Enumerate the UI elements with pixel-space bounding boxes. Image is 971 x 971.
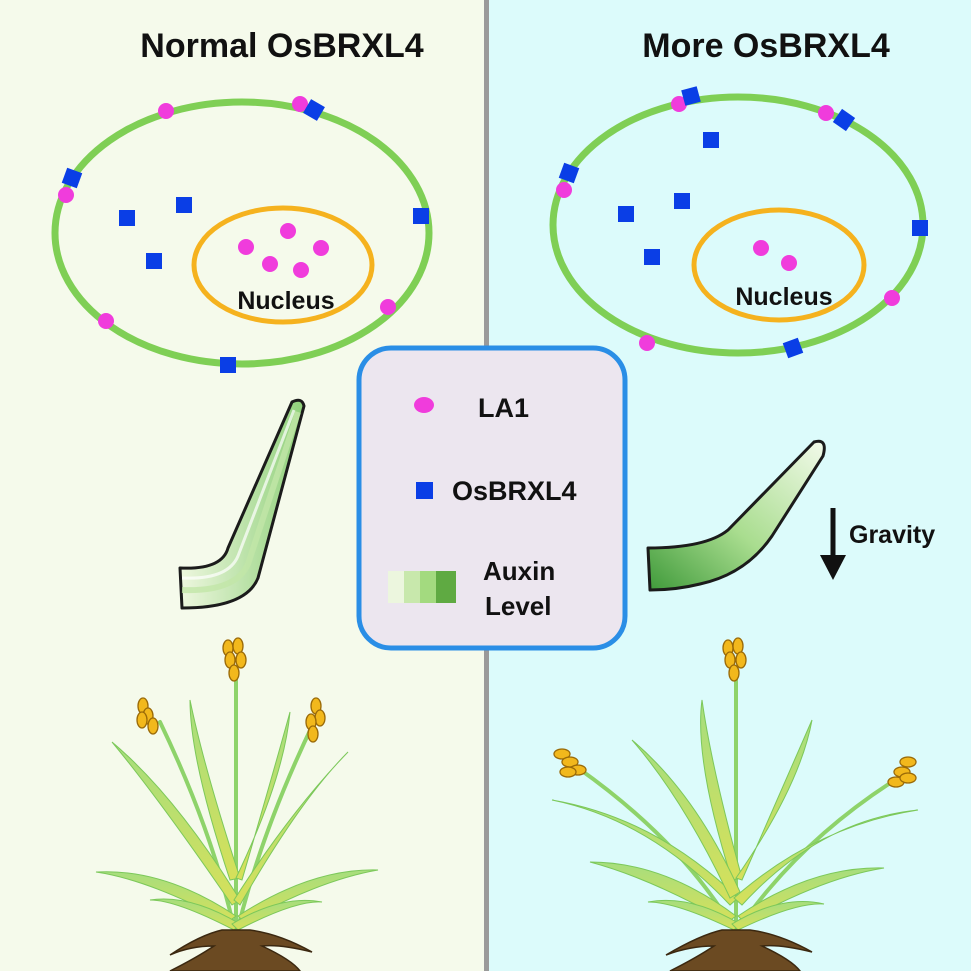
left-plant-stems (158, 670, 316, 930)
la1-dot (238, 239, 254, 255)
la1-dot (753, 240, 769, 256)
la1-dot (781, 255, 797, 271)
left-la1-membrane-dots (58, 96, 396, 329)
left-cell: Nucleus (51, 96, 433, 373)
right-cell: Nucleus (549, 86, 928, 359)
right-plant-roots (665, 929, 813, 971)
left-root-tip-body (178, 398, 306, 610)
auxin-swatch (436, 571, 456, 603)
la1-dot (639, 335, 655, 351)
auxin-swatch (404, 571, 420, 603)
la1-dot (98, 313, 114, 329)
osbrxl4-square (176, 197, 192, 213)
right-nucleus (691, 207, 867, 323)
osbrxl4-square (558, 162, 580, 184)
osbrxl4-square (782, 337, 804, 359)
right-osbrxl4-cytoplasm-squares (618, 132, 719, 265)
gravity-indicator: Gravity (820, 508, 935, 580)
legend-level-label: Level (485, 591, 552, 621)
osbrxl4-square (61, 167, 83, 189)
left-nucleus-label: Nucleus (237, 287, 334, 315)
left-plant-leaves (95, 699, 379, 931)
osbrxl4-square (832, 108, 856, 132)
la1-dot (818, 105, 834, 121)
auxin-swatch (420, 571, 436, 603)
osbrxl4-square (303, 99, 325, 121)
left-panel-title: Normal OsBRXL4 (140, 27, 423, 65)
right-nucleus-label: Nucleus (735, 283, 832, 311)
down-arrow-icon-head (820, 555, 846, 580)
auxin-gradient-icon (388, 571, 456, 603)
left-osbrxl4-cytoplasm-squares (119, 197, 192, 269)
right-root-tip-body (646, 439, 826, 592)
right-rice-plant (551, 637, 919, 971)
la1-dot (292, 96, 308, 112)
left-cell-membrane (51, 98, 433, 368)
osbrxl4-square (146, 253, 162, 269)
left-rice-plant (95, 637, 379, 971)
right-plant-panicles (553, 637, 917, 788)
osbrxl4-square (618, 206, 634, 222)
left-plant-panicles (136, 637, 326, 743)
la1-dot (313, 240, 329, 256)
osbrxl4-square (703, 132, 719, 148)
right-plant-leaves (551, 699, 919, 931)
left-nucleus (191, 205, 375, 325)
osbrxl4-square (674, 193, 690, 209)
left-root-tip-stripe (181, 409, 296, 580)
magenta-dot-icon (414, 397, 434, 413)
osbrxl4-square (119, 210, 135, 226)
auxin-swatch (388, 571, 404, 603)
left-osbrxl4-membrane-squares (61, 99, 429, 373)
la1-dot (671, 96, 687, 112)
right-osbrxl4-membrane-squares (558, 86, 928, 359)
la1-dot (262, 256, 278, 272)
la1-dot (380, 299, 396, 315)
la1-dot (280, 223, 296, 239)
right-la1-membrane-dots (556, 96, 900, 351)
left-plant-roots (169, 929, 313, 971)
legend-auxin-label: Auxin (483, 556, 555, 586)
legend-box: LA1 OsBRXL4 Auxin Level (356, 345, 628, 651)
gravity-label: Gravity (849, 521, 935, 549)
legend-la1-label: LA1 (478, 393, 529, 423)
left-root-tip (178, 398, 306, 610)
osbrxl4-square (413, 208, 429, 224)
right-panel-title: More OsBRXL4 (642, 27, 890, 65)
osbrxl4-square (912, 220, 928, 236)
la1-dot (58, 187, 74, 203)
legend-osbrxl4-label: OsBRXL4 (452, 476, 577, 506)
osbrxl4-square (220, 357, 236, 373)
right-root-tip (646, 439, 826, 592)
osbrxl4-square (644, 249, 660, 265)
left-root-tip-stripe (181, 411, 301, 594)
blue-square-icon (416, 482, 433, 499)
left-la1-nucleus-dots (238, 223, 329, 278)
right-la1-nucleus-dots (753, 240, 797, 271)
la1-dot (884, 290, 900, 306)
osbrxl4-square (681, 86, 701, 106)
la1-dot (293, 262, 309, 278)
la1-dot (158, 103, 174, 119)
la1-dot (556, 182, 572, 198)
